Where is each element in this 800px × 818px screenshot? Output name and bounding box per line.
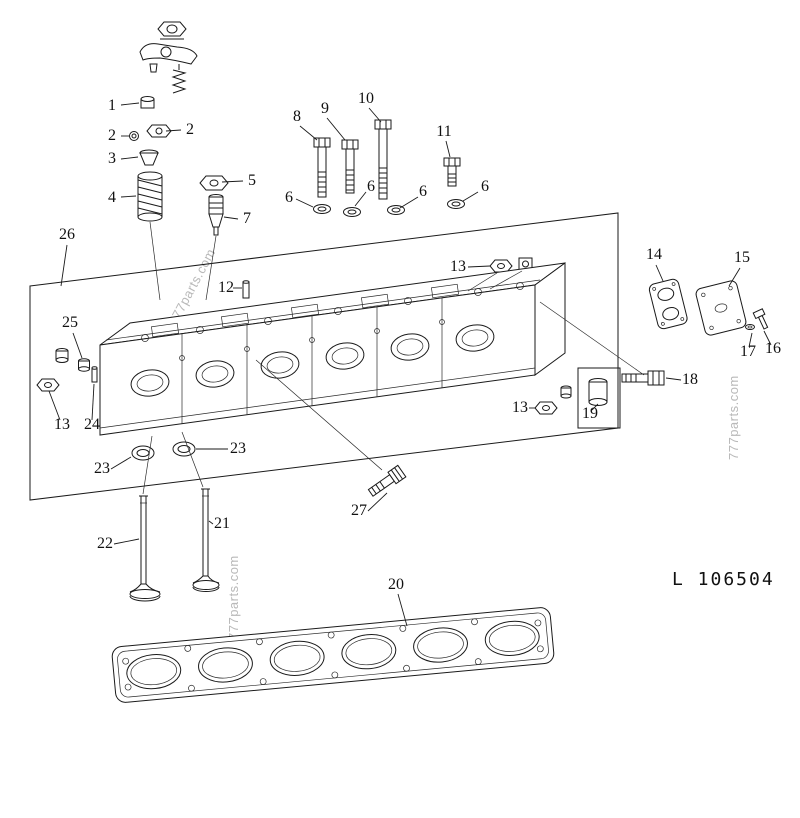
callout-23: 23 — [94, 460, 110, 477]
callout-1: 1 — [108, 97, 116, 114]
side-bolt — [621, 370, 665, 386]
long-head-bolt — [367, 464, 407, 497]
callout-13: 13 — [512, 399, 528, 416]
callout-10: 10 — [358, 90, 374, 107]
callout-11: 11 — [436, 123, 451, 140]
callout-21: 21 — [214, 515, 230, 532]
watermark-text: 777parts.com — [726, 375, 741, 460]
callout-18: 18 — [682, 371, 698, 388]
callout-22: 22 — [97, 535, 113, 552]
callout-6: 6 — [367, 178, 375, 195]
head-bolt-9 — [341, 139, 359, 194]
callout-15: 15 — [734, 249, 750, 266]
cover-plate — [695, 280, 747, 336]
exhaust-valve — [129, 495, 161, 602]
callout-9: 9 — [321, 100, 329, 117]
head-gasket — [111, 607, 555, 703]
callout-6: 6 — [419, 183, 427, 200]
callout-8: 8 — [293, 108, 301, 125]
callout-13: 13 — [54, 416, 70, 433]
callout-labels: 1 2 2 3 4 5 6 6 6 6 7 8 9 10 11 12 13 13… — [54, 90, 781, 593]
callout-25: 25 — [62, 314, 78, 331]
intake-valve — [192, 488, 220, 592]
callout-14: 14 — [646, 246, 662, 263]
callout-16: 16 — [765, 340, 781, 357]
callout-2: 2 — [108, 127, 116, 144]
sleeve-box — [577, 367, 621, 429]
valve-stem-cap — [140, 96, 155, 109]
callout-6: 6 — [481, 178, 489, 195]
callout-23: 23 — [230, 440, 246, 457]
cover-washer — [745, 324, 755, 330]
callout-17: 17 — [740, 343, 756, 360]
watermark-text: 777parts.com — [226, 555, 241, 640]
valve-guide — [208, 194, 224, 236]
cylinder-head — [99, 262, 566, 436]
jam-nut — [146, 124, 172, 138]
callout-24: 24 — [84, 416, 100, 433]
plug-nuts-top — [489, 257, 533, 273]
head-bolt-8 — [313, 137, 331, 198]
plug-nut-right — [534, 385, 572, 415]
rocker-arm-assembly — [139, 21, 198, 94]
callout-4: 4 — [108, 189, 116, 206]
figure-code: L 106504 — [672, 569, 775, 590]
callout-3: 3 — [108, 150, 116, 167]
dowel-pin — [242, 280, 250, 299]
callout-13: 13 — [450, 258, 466, 275]
head-bolt-10 — [374, 119, 392, 200]
callout-19: 19 — [582, 405, 598, 422]
spring-retainer — [139, 149, 159, 166]
bolt-washers — [313, 199, 465, 217]
left-plug-cluster — [36, 348, 98, 392]
hex-nut — [199, 175, 229, 191]
callout-26: 26 — [59, 226, 75, 243]
callout-20: 20 — [388, 576, 404, 593]
callout-2: 2 — [186, 121, 194, 138]
valve-spring — [137, 171, 163, 222]
cover-bolt — [752, 308, 769, 330]
injector-sleeve — [588, 378, 608, 406]
callout-5: 5 — [248, 172, 256, 189]
keeper-washer — [129, 131, 139, 141]
callout-7: 7 — [243, 210, 251, 227]
callout-6: 6 — [285, 189, 293, 206]
callout-12: 12 — [218, 279, 234, 296]
callout-27: 27 — [351, 502, 367, 519]
head-bolt-11 — [443, 157, 461, 187]
leader-lines — [48, 102, 772, 627]
cover-gasket — [648, 278, 688, 330]
